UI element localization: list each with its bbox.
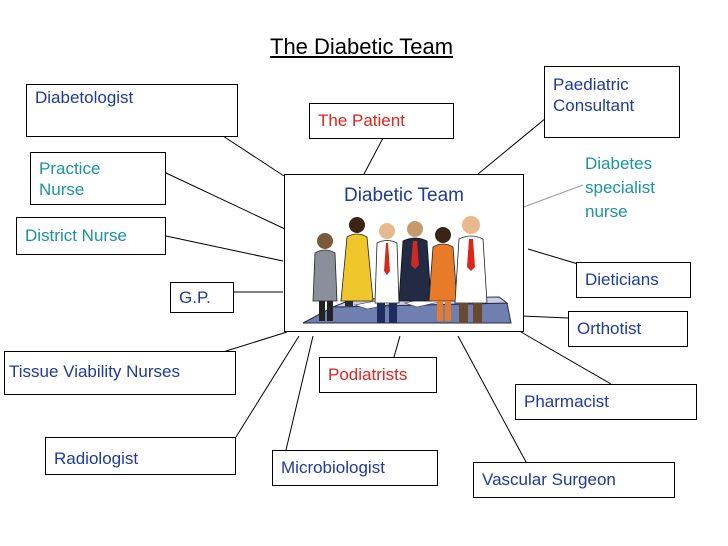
connector-diabetologist [222, 135, 285, 177]
node-dsn-line2: specialist [585, 178, 655, 197]
node-diabetologist: Diabetologist [26, 84, 238, 137]
node-practice-nurse-line2: Nurse [39, 180, 85, 199]
connector-orthotist [521, 315, 569, 319]
center-node: Diabetic Team [284, 174, 524, 332]
node-tissue-viability-nurses: Tissue Viability Nurses [4, 351, 236, 395]
connector-dsn [520, 184, 584, 209]
node-pharmacist: Pharmacist [515, 384, 697, 420]
connector-practice-nurse [165, 172, 286, 230]
connector-patient [363, 137, 384, 175]
node-the-patient: The Patient [309, 103, 454, 139]
node-radiologist: Radiologist [45, 437, 236, 475]
connector-pharmacist [520, 331, 612, 385]
connector-dieticians [527, 248, 579, 265]
node-practice-nurse-line1: Practice [39, 159, 101, 178]
connector-district-nurse [165, 235, 284, 262]
node-district-nurse: District Nurse [16, 217, 166, 255]
center-label: Diabetic Team [343, 185, 465, 206]
node-diabetes-specialist-nurse: Diabetes specialist nurse [585, 152, 655, 224]
node-dsn-line3: nurse [585, 202, 628, 221]
node-orthotist: Orthotist [568, 311, 688, 347]
connector-tissue [222, 331, 288, 353]
diagram-title: The Diabetic Team [270, 34, 454, 59]
connector-microbiologist [285, 335, 314, 451]
node-podiatrists: Podiatrists [319, 357, 437, 393]
connector-vascular [457, 335, 527, 463]
node-paediatric-consultant: Paediatric Consultant [544, 66, 680, 138]
node-dieticians: Dieticians [576, 262, 691, 298]
connector-podiatrists [393, 335, 401, 358]
node-paediatric-line2: Consultant [553, 96, 635, 115]
connector-paediatric [477, 117, 547, 175]
node-dsn-line1: Diabetes [585, 154, 653, 173]
node-paediatric-line1: Paediatric [553, 75, 629, 94]
node-vascular-surgeon: Vascular Surgeon [473, 462, 675, 498]
team-meeting-illustration [302, 216, 512, 324]
node-microbiologist: Microbiologist [272, 450, 438, 486]
connector-radiologist [235, 335, 300, 438]
node-gp: G.P. [170, 282, 234, 313]
node-practice-nurse: Practice Nurse [30, 152, 166, 205]
